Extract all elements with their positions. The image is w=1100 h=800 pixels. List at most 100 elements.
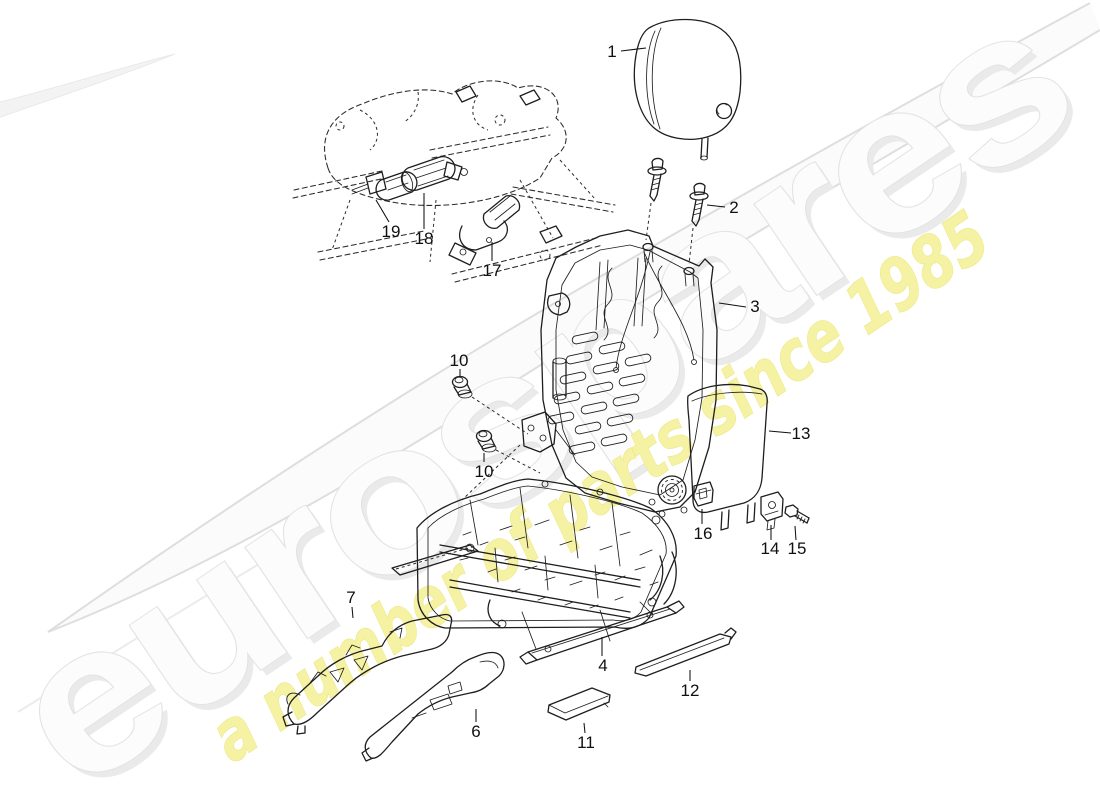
headrest-post-tip xyxy=(700,155,708,161)
guide-sleeve-hole-left xyxy=(642,242,654,252)
callout-13: 13 xyxy=(792,424,811,443)
hinge-bracket-b xyxy=(519,89,541,106)
trim-6-end-cap xyxy=(361,747,374,762)
motor-17-drawing xyxy=(448,195,521,266)
trim-6-head-line xyxy=(479,660,499,669)
mount-arm xyxy=(555,429,576,456)
backrest-straps xyxy=(595,257,647,331)
headrest-front-contour xyxy=(646,27,662,130)
pan-hole-d xyxy=(541,480,549,488)
trim-6-body xyxy=(364,651,505,759)
trim-7-hooks xyxy=(286,644,361,705)
phantom-rail-right xyxy=(429,126,616,283)
leader-line-13 xyxy=(768,430,792,434)
callout-19: 19 xyxy=(382,222,401,241)
callout-11: 11 xyxy=(577,733,595,752)
mount-hole-a xyxy=(527,424,535,432)
screw-b-alignment-line xyxy=(688,227,694,265)
guide-sleeve-hole-right xyxy=(683,266,695,276)
seat-pan-inner-rim xyxy=(427,485,667,622)
pan-hole-b xyxy=(651,515,661,525)
trim-7-end-cap xyxy=(282,711,306,735)
backrest-cable-left xyxy=(615,251,651,369)
trim-7-cutouts xyxy=(329,627,403,683)
left-damper-bottom xyxy=(552,393,567,401)
cushion-phantom-outline xyxy=(324,80,567,206)
leader-line-19 xyxy=(375,199,390,223)
riser-pivot-front xyxy=(497,619,507,629)
riser-link-right xyxy=(649,551,677,605)
cover-11-drawing xyxy=(547,687,611,721)
seat-pan-struts xyxy=(469,487,621,599)
seat-base-frame-drawing xyxy=(391,478,685,665)
trim-7-body xyxy=(287,613,453,726)
backrest-outer-outline xyxy=(540,229,718,513)
backrest-inner-outline xyxy=(555,244,704,496)
headrest-drawing xyxy=(633,18,742,161)
phantom-hole-c xyxy=(539,249,551,261)
bolt-lower-alignment-line xyxy=(495,449,541,474)
back-panel-outline xyxy=(686,383,768,514)
swoosh-tail-arc xyxy=(17,539,301,713)
callout-12: 12 xyxy=(681,681,700,700)
phantom-hole-b xyxy=(494,114,506,126)
side-airbag-bracket-hole xyxy=(555,301,561,307)
bolt-10-lower xyxy=(475,429,497,453)
callout-10-lower: 10 xyxy=(475,462,494,481)
callout-15: 15 xyxy=(788,539,807,558)
clip-16-drawing xyxy=(693,481,714,507)
swoosh-ribbon xyxy=(48,3,1100,632)
headrest-screws-drawing xyxy=(645,157,709,265)
hinge-bracket-a xyxy=(455,85,477,103)
bolt-10-upper xyxy=(451,375,473,399)
back-panel-tab-left xyxy=(720,509,730,531)
seat-pan-mechanism-detail xyxy=(459,519,659,609)
side-airbag-bracket xyxy=(546,292,571,316)
cable-end-right xyxy=(691,359,697,365)
riser-pivot-right xyxy=(647,597,657,607)
leader-line-11 xyxy=(583,722,586,734)
lumbar-slot-grid xyxy=(547,331,652,455)
leader-line-3 xyxy=(718,302,747,308)
callouts: 1 2 3 4 6 7 10 10 11 12 13 14 15 16 17 1… xyxy=(346,42,810,752)
bracket-14-drawing xyxy=(760,491,784,531)
headrest-post xyxy=(700,137,709,159)
headrest-outline xyxy=(633,18,742,140)
backrest-spring-wire-a xyxy=(603,267,613,341)
motor-18-drawing xyxy=(401,155,468,192)
mount-alignment-line xyxy=(461,444,521,501)
mount-hole-b xyxy=(539,434,547,442)
backrest-lower-mount xyxy=(521,411,557,453)
back-panel-tab-right xyxy=(746,502,756,524)
left-damper-cylinder xyxy=(552,359,567,399)
trim-6-brackets xyxy=(411,681,463,719)
callout-4: 4 xyxy=(598,656,607,675)
pan-hole-c xyxy=(596,488,604,496)
left-rail-inner xyxy=(395,546,473,570)
callout-16: 16 xyxy=(694,524,713,543)
seat-trim-6-drawing xyxy=(361,651,505,762)
leader-line-7 xyxy=(351,606,354,619)
recliner-gear xyxy=(648,475,688,518)
screw-b xyxy=(689,182,709,227)
seat-pan-cross-tube-b xyxy=(449,579,631,619)
seat-underside-phantom-view xyxy=(292,80,616,283)
phantom-braces xyxy=(331,159,597,263)
cushion-phantom-creases xyxy=(359,91,489,151)
guide-sleeve-right xyxy=(684,273,695,287)
swoosh-lower-edge xyxy=(47,29,1100,633)
callout-1: 1 xyxy=(607,42,616,61)
leader-line-2 xyxy=(706,204,726,208)
leader-line-15 xyxy=(794,525,797,541)
rail-cover-12-drawing xyxy=(634,627,737,677)
back-panel-top-edge xyxy=(691,391,763,402)
watermark-swoosh xyxy=(0,2,1100,713)
bolt-upper-alignment-line xyxy=(471,396,529,435)
cable-end-left xyxy=(613,367,619,373)
phantom-rail-left xyxy=(292,170,427,261)
back-panel-drawing xyxy=(686,383,768,531)
swoosh-top-left-sliver xyxy=(0,53,176,118)
screw-15-drawing xyxy=(784,504,810,524)
